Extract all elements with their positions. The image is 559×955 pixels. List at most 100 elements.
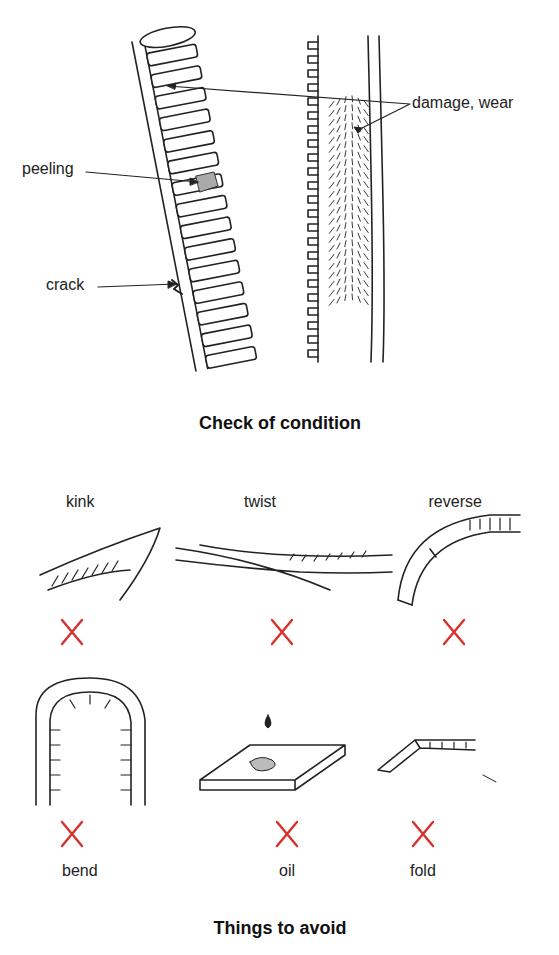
wear-stroke (345, 133, 346, 139)
part-label: twist (244, 493, 276, 511)
wear-stroke (358, 278, 360, 284)
wear-stroke (358, 107, 360, 113)
oil-drop (265, 715, 271, 728)
section-heading: Check of condition (199, 413, 361, 434)
wear-stroke (364, 110, 368, 116)
wear-stroke (358, 215, 360, 221)
wear-stroke (358, 143, 360, 149)
wear-stroke (352, 258, 354, 264)
wear-stroke (364, 164, 368, 170)
wear-stroke (329, 173, 334, 179)
wear-stroke (364, 101, 368, 107)
wear-stroke (345, 187, 346, 193)
wear-stroke (337, 171, 340, 177)
peeling-patch (196, 172, 218, 192)
belt-tooth (180, 217, 232, 239)
wear-stroke (337, 189, 340, 195)
wear-stroke (352, 249, 354, 255)
wear-stroke (352, 294, 354, 300)
belt-tooth (308, 294, 318, 301)
wear-stroke (329, 137, 334, 143)
part-label: oil (279, 862, 295, 880)
wear-stroke (352, 123, 354, 129)
belt-tooth (308, 42, 318, 49)
wear-stroke (352, 96, 354, 102)
wear-stroke (358, 197, 360, 203)
wear-stroke (358, 152, 360, 158)
part-label: damage, wear (412, 94, 513, 112)
wear-stroke (329, 164, 334, 170)
wear-stroke (364, 290, 368, 296)
belt-tooth (308, 238, 318, 245)
belt-tooth (308, 266, 318, 273)
wear-stroke (329, 209, 334, 215)
arrow-head (168, 83, 362, 133)
wear-stroke (352, 231, 354, 237)
wear-stroke (352, 285, 354, 291)
belt-tooth (188, 260, 240, 282)
bend-belt (36, 678, 145, 805)
fold-belt (378, 740, 475, 772)
toothed-belt-side (308, 36, 384, 362)
belt-teeth (290, 551, 366, 561)
wear-stroke (345, 169, 346, 175)
wear-stroke (352, 168, 354, 174)
wear-stroke (337, 288, 340, 294)
crack-mark (172, 280, 182, 294)
wear-stroke (345, 160, 346, 166)
wear-stroke (364, 227, 368, 233)
wear-stroke (364, 128, 368, 134)
wear-stroke (329, 191, 334, 197)
oil-belt (200, 745, 345, 790)
wear-stroke (337, 207, 340, 213)
wear-stroke (364, 173, 368, 179)
wear-stroke (329, 128, 334, 134)
toothed-belt (131, 23, 259, 371)
wear-stroke (345, 223, 346, 229)
belt-tooth (155, 87, 207, 109)
wear-stroke (337, 135, 340, 141)
wear-stroke (337, 243, 340, 249)
wear-stroke (358, 260, 360, 266)
wear-stroke (358, 296, 360, 302)
wear-stroke (358, 224, 360, 230)
wear-stroke (345, 142, 346, 148)
wear-stroke (364, 182, 368, 188)
arrow-head (190, 178, 198, 185)
belt-tooth (193, 281, 245, 303)
belt-tooth (308, 308, 318, 315)
leader-line (168, 86, 410, 128)
wear-stroke (345, 106, 346, 112)
wear-stroke (337, 216, 340, 222)
wear-stroke (329, 299, 334, 305)
belt-teeth (52, 561, 118, 586)
wear-stroke (358, 179, 360, 185)
wear-stroke (337, 153, 340, 159)
wear-stroke (352, 186, 354, 192)
belt-tooth (308, 196, 318, 203)
wear-stroke (364, 254, 368, 260)
wear-stroke (345, 124, 346, 130)
belt-teeth (470, 518, 510, 530)
wear-stroke (352, 159, 354, 165)
wear-stroke (337, 297, 340, 303)
wear-stroke (345, 232, 346, 238)
wear-stroke (358, 206, 360, 212)
oil-stain (250, 757, 275, 771)
belt-tooth (308, 210, 318, 217)
belt-edge (368, 36, 384, 362)
wear-stroke (364, 119, 368, 125)
wear-stroke (329, 227, 334, 233)
belt-tooth (159, 109, 211, 131)
part-label: bend (62, 862, 98, 880)
wear-stroke (345, 214, 346, 220)
wear-stroke (337, 270, 340, 276)
wear-stroke (329, 200, 334, 206)
belt-tooth (146, 44, 198, 66)
avoid-cross (62, 620, 464, 846)
wear-stroke (358, 242, 360, 248)
arrow-head (168, 281, 176, 288)
belt-tooth (308, 56, 318, 63)
wear-stroke (345, 196, 346, 202)
